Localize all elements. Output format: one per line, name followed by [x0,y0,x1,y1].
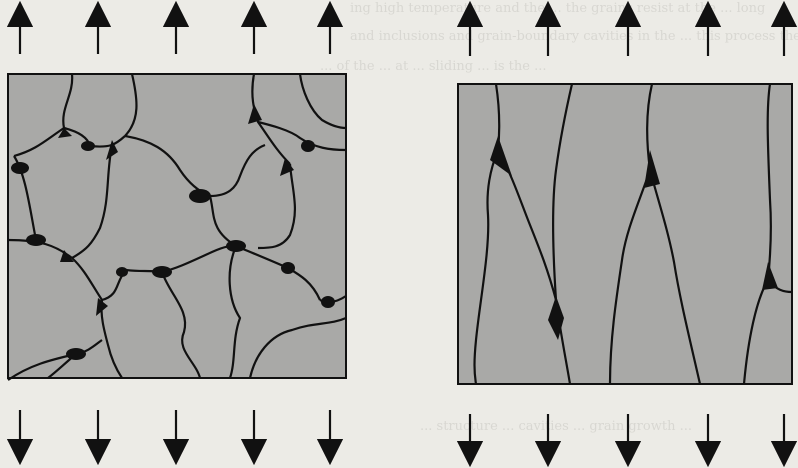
svg-text:... of the ... at ... sliding: ... of the ... at ... sliding ... is the… [320,59,547,74]
boundary-cavity [116,267,128,277]
boundary-cavity [189,189,211,203]
left-bottom-arrows [20,410,330,452]
boundary-cavity [226,240,246,252]
right-grain-field [458,84,792,384]
boundary-cavity [66,348,86,360]
boundary-cavity [81,141,95,151]
svg-text:ing high temperature and the .: ing high temperature and the ... the gra… [350,1,765,16]
left-grain-field [8,74,346,378]
boundary-cavity [321,296,335,308]
boundary-cavity [152,266,172,278]
boundary-cavity [281,262,295,274]
boundary-cavity [26,234,46,246]
svg-text:... structure ... cavities ...: ... structure ... cavities ... grain gro… [420,419,692,434]
boundary-cavity [301,140,315,152]
svg-text:and inclusions and grain-bound: and inclusions and grain-boundary caviti… [350,29,798,44]
left-panel-equiaxed-grains [8,14,346,452]
left-top-arrows [20,14,330,54]
right-panel-columnar-grains [458,14,792,454]
boundary-cavity [11,162,29,174]
